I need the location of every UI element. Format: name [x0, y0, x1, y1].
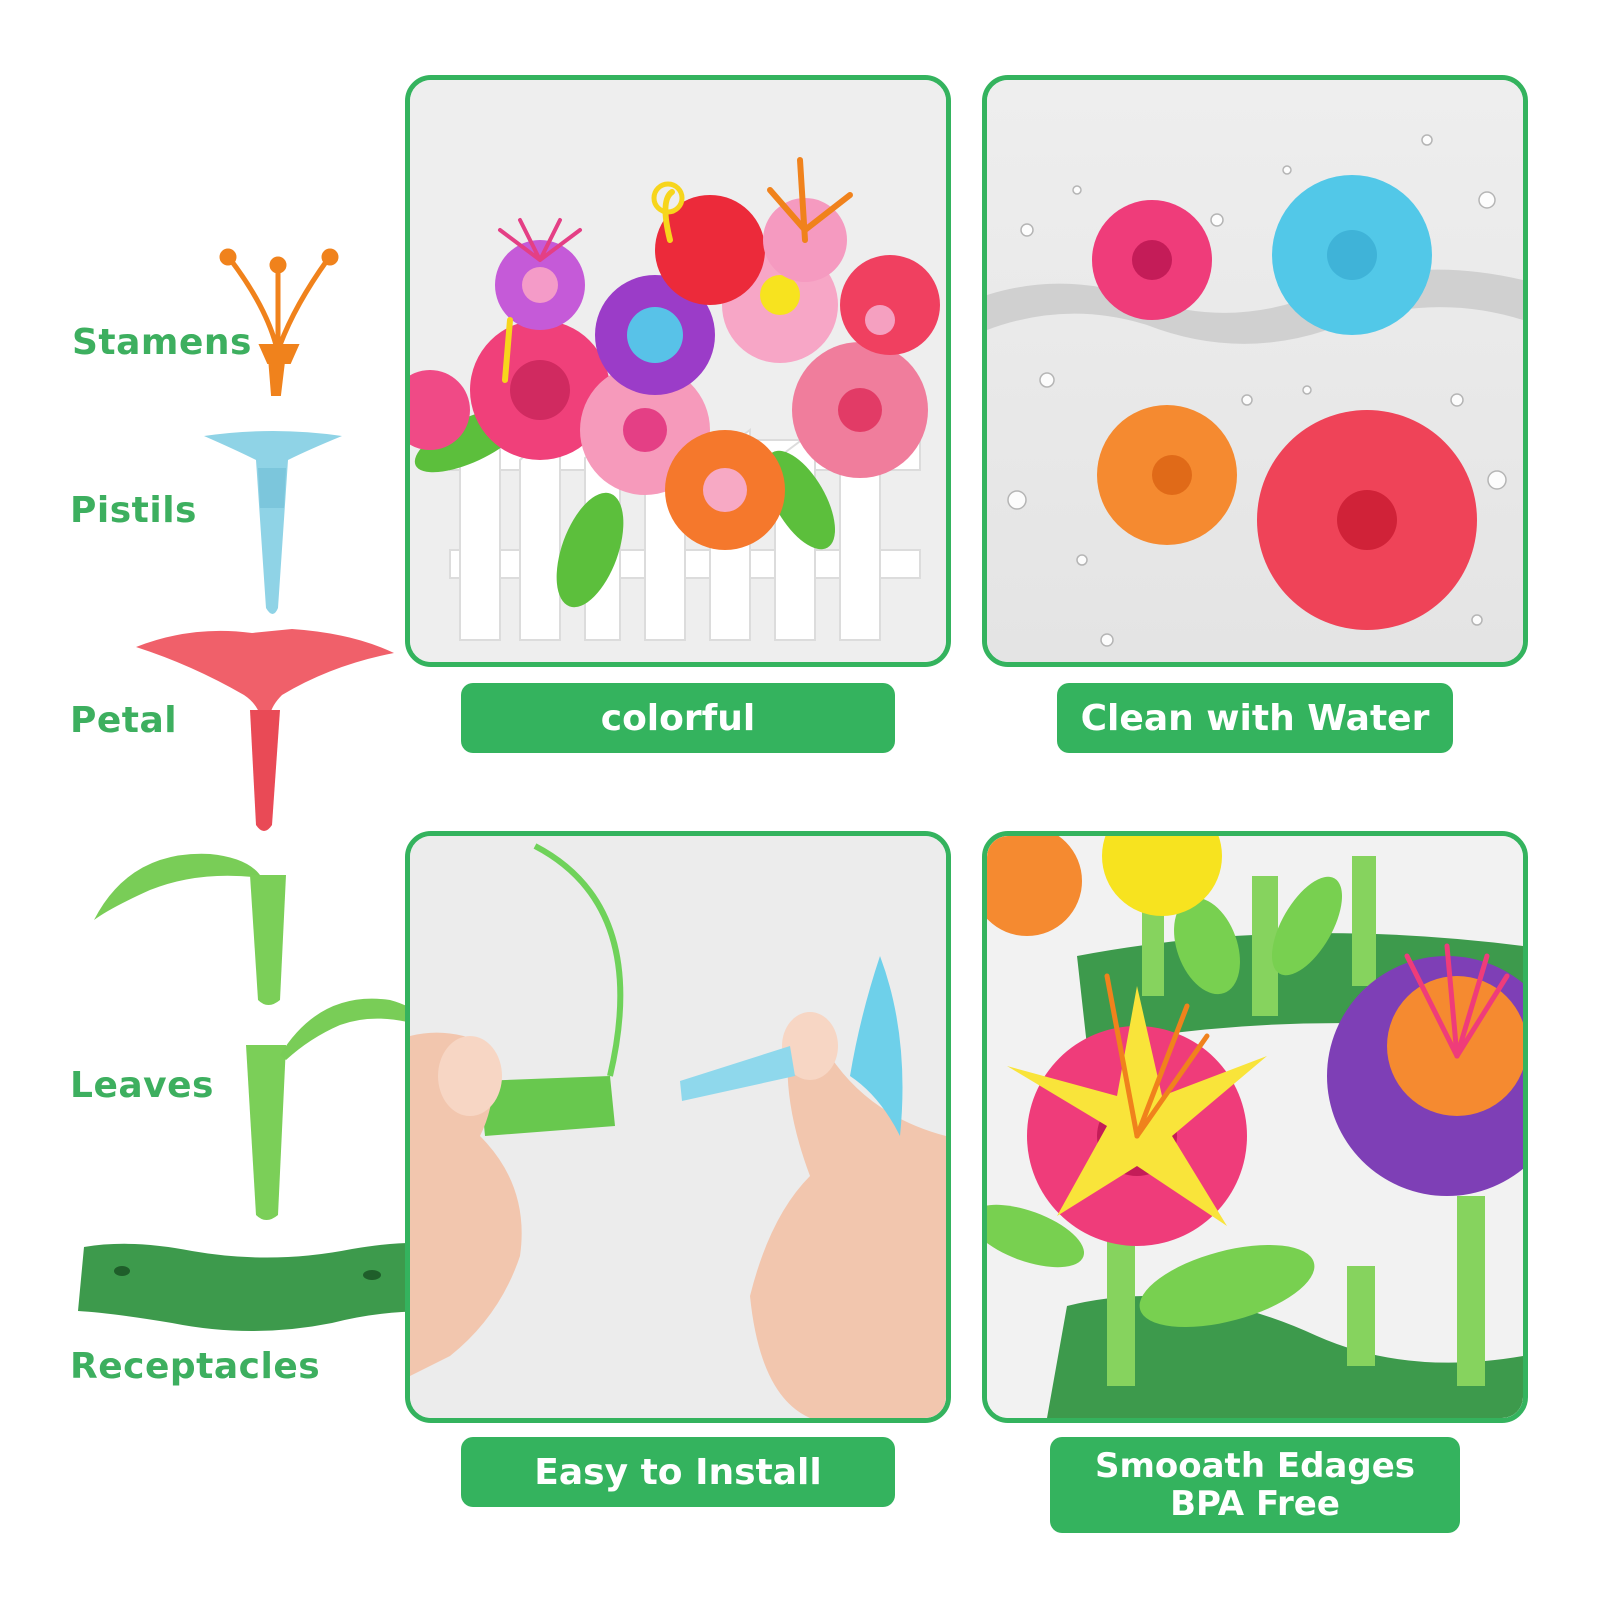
- stamens-label: Stamens: [72, 322, 252, 363]
- petal-image: [136, 629, 394, 831]
- install-photo-panel: [405, 831, 951, 1423]
- colorful-caption: colorful: [461, 683, 895, 753]
- flower-bouquet-image: [410, 80, 946, 662]
- clean-water-caption: Clean with Water: [1057, 683, 1453, 753]
- leaves-image: [94, 853, 435, 1220]
- water-photo-panel: [982, 75, 1528, 667]
- flower-garden-image: [987, 836, 1523, 1418]
- petal-label: Petal: [70, 700, 178, 741]
- easy-install-caption: Easy to Install: [461, 1437, 895, 1507]
- smooth-edges-photo-panel: [982, 831, 1528, 1423]
- receptacles-label: Receptacles: [70, 1346, 321, 1387]
- bpa-free-line: BPA Free: [1170, 1484, 1340, 1524]
- hands-assembly-image: [410, 836, 946, 1418]
- pistils-image: [204, 431, 342, 614]
- smooth-edges-caption: Smooath Edages BPA Free: [1050, 1437, 1460, 1533]
- water-flowers-image: [987, 80, 1523, 662]
- pistils-label: Pistils: [70, 490, 197, 531]
- stamens-image: [219, 248, 339, 396]
- smooth-edges-line: Smooath Edages: [1094, 1446, 1415, 1486]
- leaves-label: Leaves: [70, 1065, 214, 1106]
- colorful-photo-panel: [405, 75, 951, 667]
